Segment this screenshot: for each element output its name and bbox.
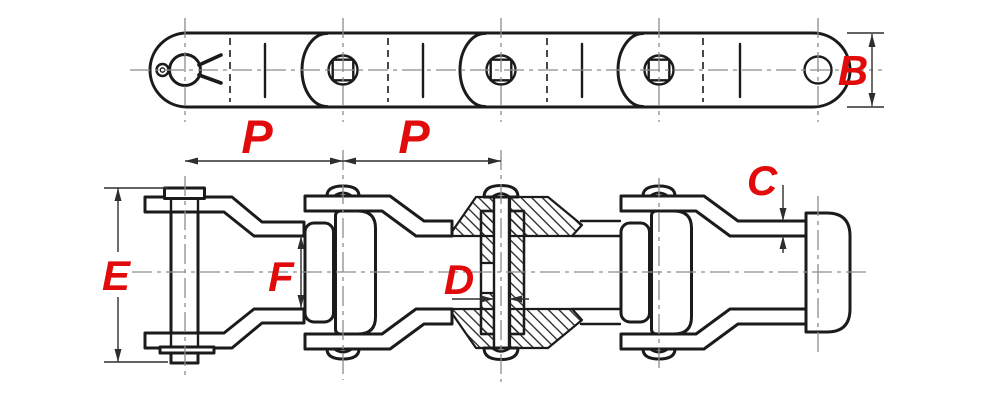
hatch-sidebar — [447, 195, 496, 238]
dimension-D: D — [444, 256, 529, 303]
arrow-down — [868, 93, 876, 106]
hatch-sidebar — [508, 307, 584, 350]
dim-label-P2: P — [398, 110, 430, 163]
side-view: P P E F D C — [102, 110, 868, 382]
sidebar-top — [303, 194, 454, 238]
dimension-B: B — [838, 32, 884, 108]
sidebar-top — [619, 194, 808, 238]
dim-label-E: E — [102, 252, 132, 299]
dimension-F: F — [268, 236, 305, 308]
arrow-up — [868, 34, 876, 47]
plate-end-arc — [458, 32, 487, 108]
plan-view: B — [130, 18, 884, 122]
sidebar-bottom — [619, 307, 808, 351]
dim-label-P1: P — [241, 110, 273, 163]
sidebar-bottom — [143, 307, 306, 350]
sidebar-segments — [570, 219, 622, 326]
dim-label-C: C — [747, 157, 778, 204]
sidebar-bottom — [303, 307, 454, 351]
plate-edge-ticks — [263, 42, 742, 99]
dimension-C: C — [747, 157, 787, 253]
dimension-E: E — [102, 187, 168, 363]
dim-label-B: B — [838, 47, 868, 94]
dim-label-D: D — [444, 256, 474, 303]
sidebar-top — [143, 195, 306, 238]
dimension-P: P P — [185, 110, 501, 165]
pitch-centerlines — [184, 18, 819, 122]
hatch-sidebar — [447, 307, 496, 350]
hatch-sidebar — [508, 195, 584, 238]
dim-label-F: F — [268, 253, 295, 300]
pin-centerlines — [184, 150, 819, 382]
